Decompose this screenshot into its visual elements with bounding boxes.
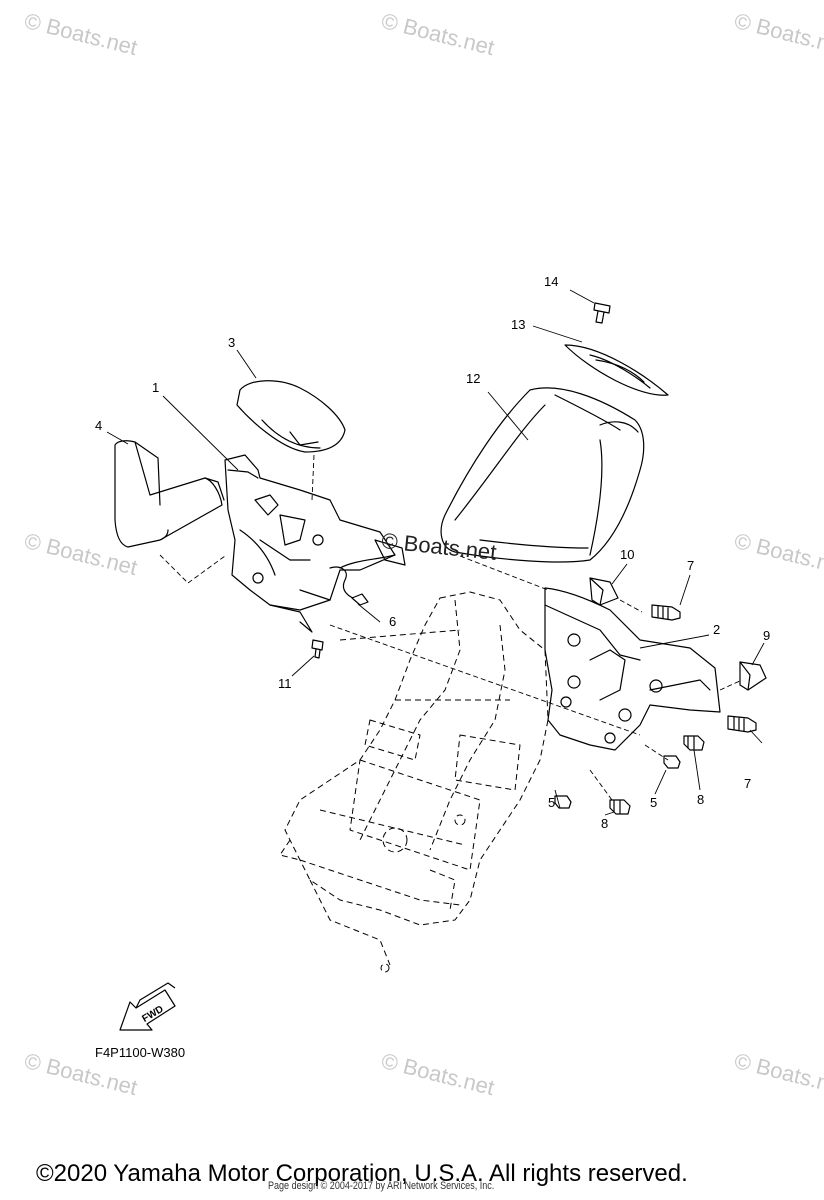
part-8-bolt-left: [609, 799, 631, 815]
callout-7-lower: 7: [744, 776, 752, 791]
callout-3: 3: [228, 335, 236, 350]
callout-5-left: 5: [548, 795, 556, 810]
part-7-bolt-lower: [727, 715, 757, 733]
part-5-bolt-right: [663, 755, 681, 769]
callout-9: 9: [763, 628, 771, 643]
part-12-cover: [440, 387, 645, 563]
callout-4: 4: [95, 418, 103, 433]
part-8-bolt-right: [683, 735, 705, 751]
frame-reference: [279, 591, 549, 973]
part-14-bolt: [593, 302, 611, 324]
part-1-panel: [224, 454, 406, 633]
callout-5-right: 5: [650, 795, 658, 810]
callout-14: 14: [544, 274, 559, 289]
callout-10: 10: [620, 547, 635, 562]
part-9-clip: [739, 661, 767, 691]
callout-8-left: 8: [601, 816, 609, 831]
callout-6: 6: [389, 614, 397, 629]
callout-12: 12: [466, 371, 481, 386]
part-3-pad: [236, 380, 346, 453]
part-4-trim: [114, 440, 225, 548]
fwd-arrow-icon: FWD: [119, 982, 176, 1031]
leader-lines: [106, 289, 765, 816]
part-7-bolt-upper: [651, 604, 681, 621]
part-10-clip: [589, 577, 619, 606]
part-13-gasket: [564, 344, 669, 396]
part-11-screw: [311, 639, 324, 659]
callout-11: 11: [278, 676, 292, 691]
copyright-notice: ©2020 Yamaha Motor Corporation, U.S.A. A…: [36, 1160, 688, 1187]
callout-1: 1: [152, 380, 160, 395]
callout-13: 13: [511, 317, 526, 332]
page-design-credit: Page design © 2004-2017 by ARI Network S…: [268, 1180, 495, 1192]
part-2-bracket: [544, 587, 721, 751]
part-6-cable: [329, 566, 369, 606]
figure-code: F4P1100-W380: [95, 1045, 186, 1060]
callout-2: 2: [713, 622, 721, 637]
callout-7-upper: 7: [687, 558, 695, 573]
callout-8-right: 8: [697, 792, 705, 807]
